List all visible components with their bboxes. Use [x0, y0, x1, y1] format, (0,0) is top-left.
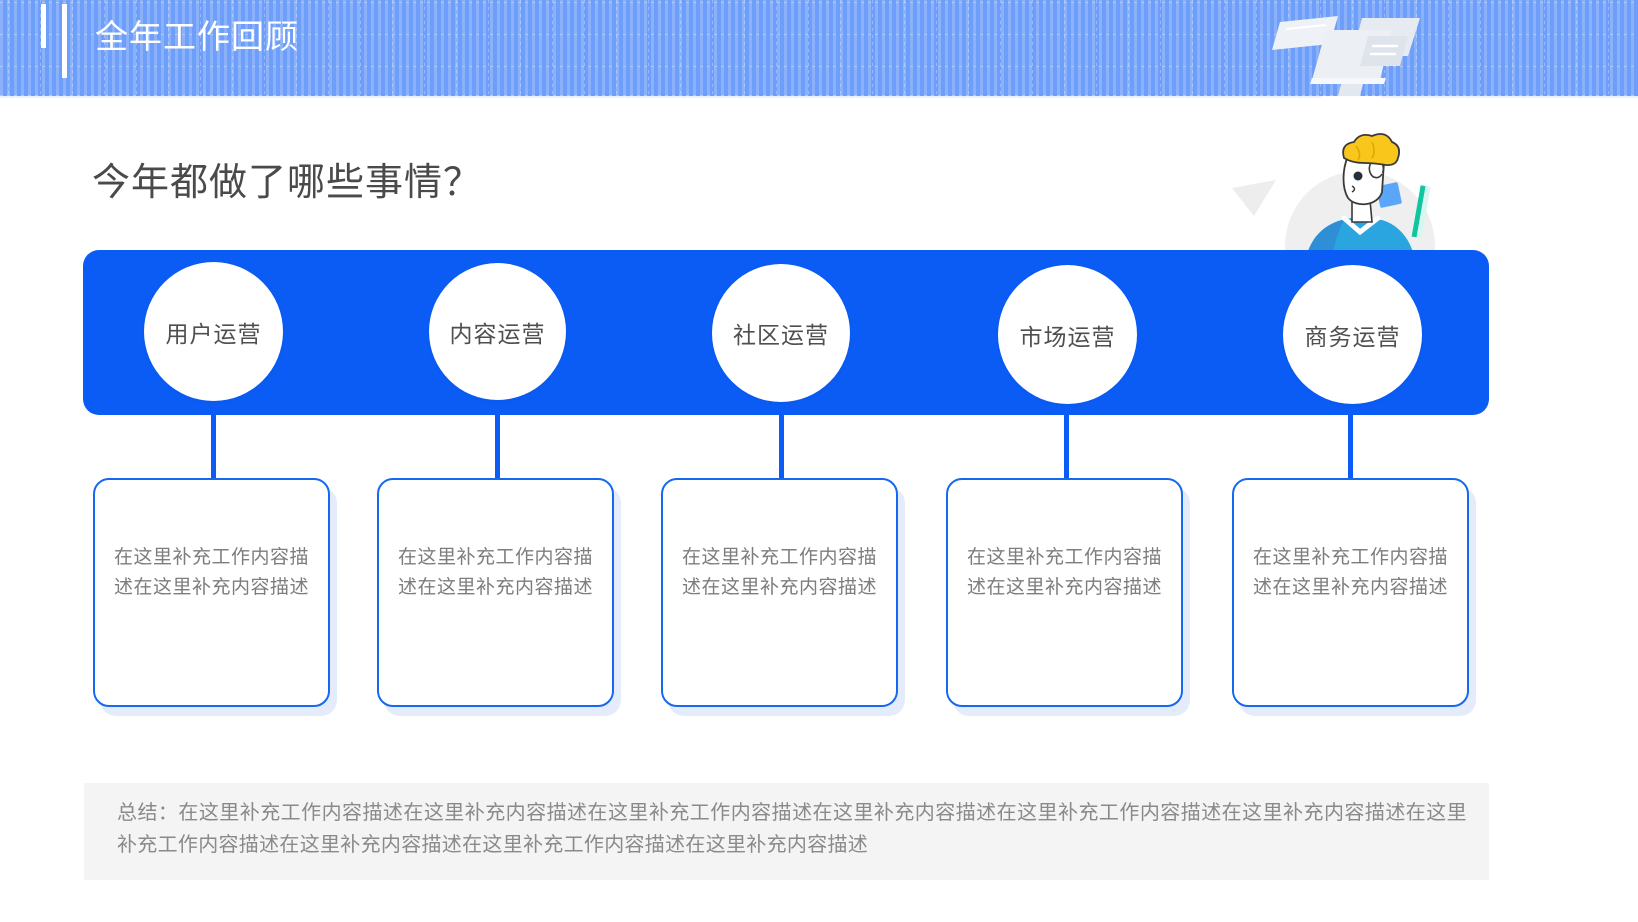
section-subtitle: 今年都做了哪些事情？	[92, 162, 483, 204]
connector-1	[211, 415, 216, 480]
node-circle-1[interactable]: 用户运营	[144, 262, 283, 401]
card-4[interactable]: 在这里补充工作内容描述在这里补充内容描述	[946, 478, 1183, 707]
card-text-1: 在这里补充工作内容描述在这里补充内容描述	[113, 547, 309, 598]
card-2[interactable]: 在这里补充工作内容描述在这里补充内容描述	[377, 478, 614, 707]
node-circle-5[interactable]: 商务运营	[1283, 265, 1422, 404]
page-title: 全年工作回顾	[95, 18, 299, 55]
summary-text: 总结：在这里补充工作内容描述在这里补充内容描述在这里补充工作内容描述在这里补充内…	[117, 802, 1467, 856]
header-bottom-rule	[0, 96, 1638, 98]
connector-3	[779, 415, 784, 480]
card-text-3: 在这里补充工作内容描述在这里补充内容描述	[681, 547, 877, 598]
card-text-4: 在这里补充工作内容描述在这里补充内容描述	[966, 547, 1162, 598]
summary-panel: 总结：在这里补充工作内容描述在这里补充内容描述在这里补充工作内容描述在这里补充内…	[84, 783, 1489, 880]
connector-4	[1064, 415, 1069, 480]
node-label-5: 商务运营	[1304, 323, 1401, 350]
card-text-2: 在这里补充工作内容描述在这里补充内容描述	[397, 547, 593, 598]
node-label-2: 内容运营	[449, 320, 546, 347]
card-5[interactable]: 在这里补充工作内容描述在这里补充内容描述	[1232, 478, 1469, 707]
monitor-documents-icon	[1268, 0, 1448, 98]
card-text-5: 在这里补充工作内容描述在这里补充内容描述	[1252, 547, 1448, 598]
node-label-4: 市场运营	[1019, 323, 1116, 350]
person-thinking-icon	[1232, 128, 1492, 321]
connector-5	[1348, 415, 1353, 480]
slide-header: 全年工作回顾	[0, 0, 1638, 98]
node-circle-3[interactable]: 社区运营	[712, 264, 850, 402]
card-1[interactable]: 在这里补充工作内容描述在这里补充内容描述	[93, 478, 330, 707]
header-accent-bar-short	[41, 4, 46, 48]
card-3[interactable]: 在这里补充工作内容描述在这里补充内容描述	[661, 478, 898, 707]
node-label-1: 用户运营	[165, 320, 262, 347]
node-circle-2[interactable]: 内容运营	[429, 263, 566, 400]
header-accent-bar-tall	[62, 4, 67, 78]
node-label-3: 社区运营	[733, 322, 829, 348]
connector-2	[495, 415, 500, 480]
node-circle-4[interactable]: 市场运营	[998, 265, 1137, 404]
